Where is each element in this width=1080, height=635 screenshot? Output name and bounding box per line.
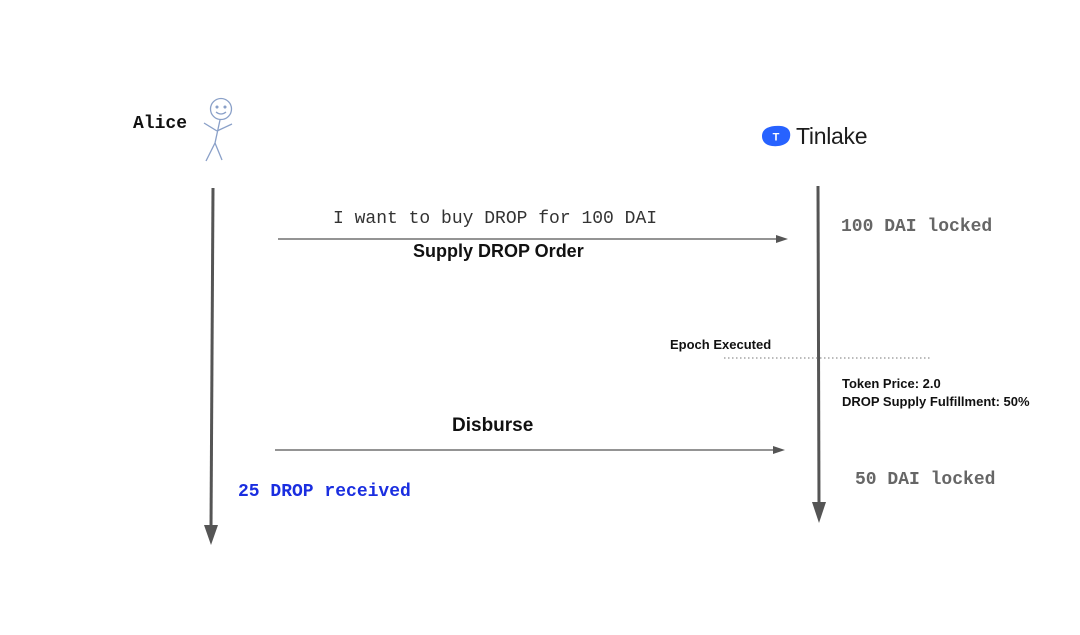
- token-price-text: Token Price: 2.0: [842, 376, 941, 391]
- drop-received-text: 25 DROP received: [238, 482, 411, 502]
- disburse-label: Disburse: [452, 415, 534, 436]
- epoch-executed-label: Epoch Executed: [670, 337, 772, 352]
- disburse-arrow: [275, 446, 785, 454]
- tinlake-label: Tinlake: [796, 122, 868, 149]
- locked-before-text: 100 DAI locked: [841, 217, 993, 237]
- locked-after-text: 50 DAI locked: [855, 470, 996, 490]
- tinlake-logo-letter: T: [773, 132, 780, 144]
- drop-fulfillment-text: DROP Supply Fulfillment: 50%: [842, 394, 1030, 409]
- tinlake-logo: T Tinlake: [759, 122, 868, 150]
- stick-figure-icon: [203, 97, 233, 162]
- alice-label: Alice: [133, 114, 188, 134]
- supply-order-arrow: [278, 235, 788, 243]
- alice-lifeline: [204, 187, 218, 545]
- tinlake-lifeline: [812, 185, 826, 523]
- supply-order-message: I want to buy DROP for 100 DAI: [333, 209, 658, 229]
- supply-order-label: Supply DROP Order: [413, 241, 584, 261]
- tinlake-logo-icon: T: [762, 125, 791, 147]
